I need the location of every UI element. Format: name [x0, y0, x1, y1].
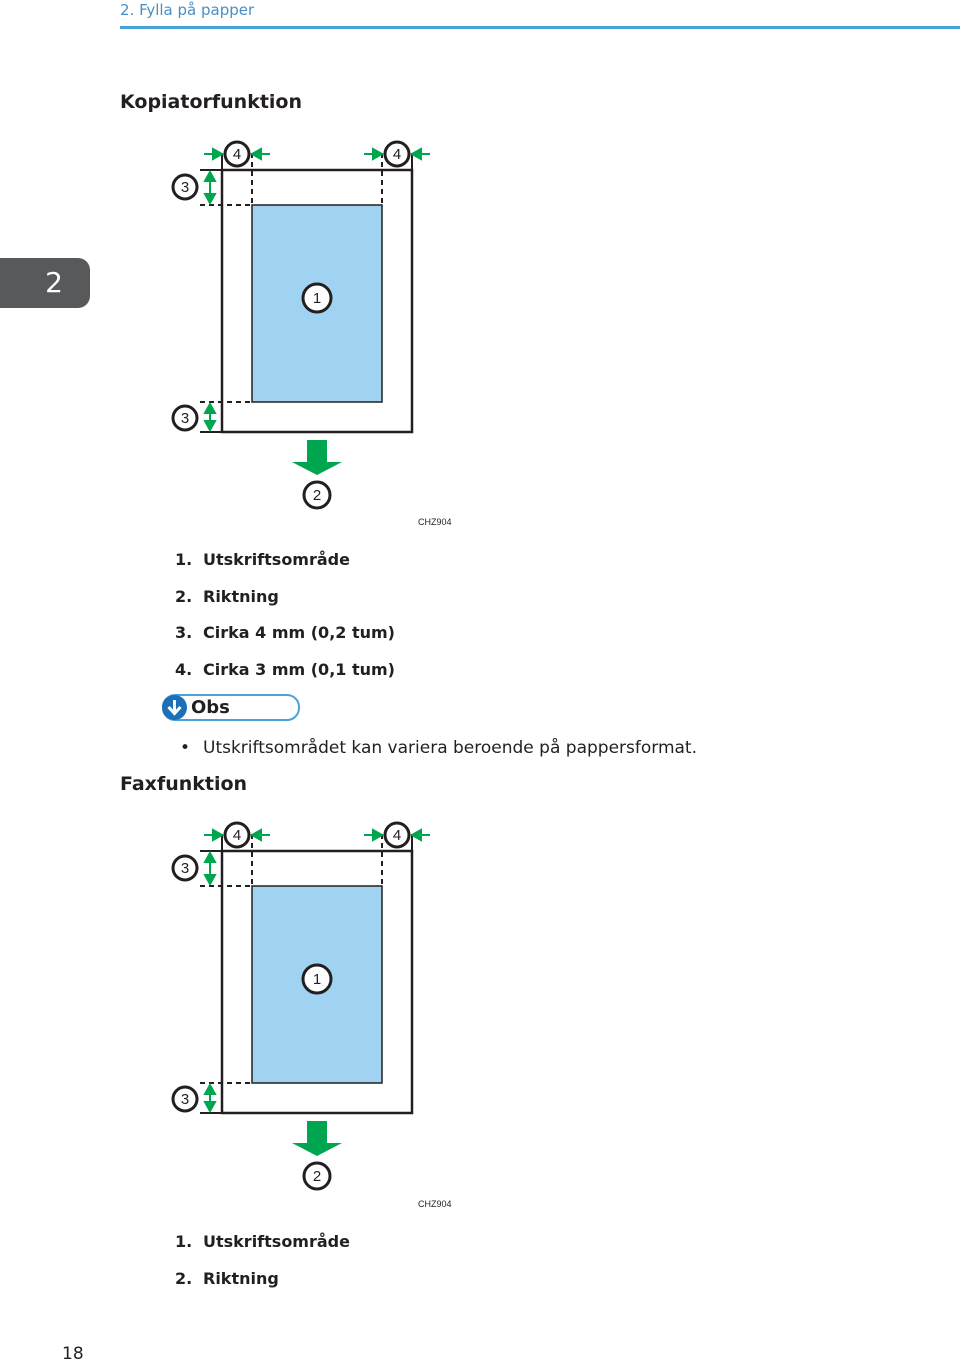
svg-text:4: 4 [233, 146, 241, 163]
caption-item: 2.Riktning [175, 586, 279, 606]
caption-item: 3.Cirka 4 mm (0,2 tum) [175, 623, 395, 642]
svg-text:3: 3 [181, 410, 189, 427]
copier-heading: Kopiatorfunktion [120, 91, 303, 113]
side-margin-arrows [204, 828, 430, 842]
fax-heading: Faxfunktion [120, 773, 248, 795]
callout-4-right: 4 [383, 821, 411, 849]
callout-4-left: 4 [223, 140, 251, 168]
top-bottom-margin-arrows [203, 850, 217, 1114]
bullet: • [180, 738, 191, 758]
figure-code: CHZ904 [418, 517, 452, 527]
chapter-tab: 2 [0, 258, 90, 308]
svg-text:3: 3 [181, 1091, 189, 1108]
figure-code: CHZ904 [418, 1199, 452, 1209]
direction-arrow [292, 440, 342, 475]
copier-print-area-diagram: 4 4 3 3 1 2 [171, 140, 430, 510]
callout-3-top: 3 [171, 173, 199, 201]
caption-item: 2.Riktning [175, 1268, 279, 1288]
margin-guides-solid [200, 153, 413, 433]
note-label-box: Obs [162, 694, 300, 721]
callout-4-left: 4 [223, 821, 251, 849]
svg-text:3: 3 [181, 860, 189, 877]
caption-item: 1.Utskriftsområde [175, 550, 350, 569]
top-bottom-margin-arrows [203, 169, 217, 433]
margin-guides-solid [200, 834, 413, 1114]
header-rule [120, 26, 960, 29]
callout-3-top: 3 [171, 854, 199, 882]
callout-2: 2 [302, 480, 332, 510]
svg-text:1: 1 [313, 971, 321, 988]
note-item: •Utskriftsområdet kan variera beroende p… [180, 738, 698, 758]
svg-text:2: 2 [313, 487, 321, 504]
svg-text:4: 4 [393, 146, 401, 163]
direction-arrow [292, 1121, 342, 1156]
callout-1: 1 [301, 963, 333, 995]
callout-4-right: 4 [383, 140, 411, 168]
caption-item: 1.Utskriftsområde [175, 1232, 350, 1251]
svg-text:1: 1 [313, 290, 321, 307]
arrow-down-icon [162, 695, 187, 720]
svg-text:2: 2 [313, 1168, 321, 1185]
side-margin-arrows [204, 147, 430, 161]
page-number: 18 [62, 1344, 84, 1364]
caption-item: 4.Cirka 3 mm (0,1 tum) [175, 659, 395, 679]
svg-text:4: 4 [393, 827, 401, 844]
callout-3-bottom: 3 [171, 404, 199, 432]
svg-text:4: 4 [233, 827, 241, 844]
svg-text:3: 3 [181, 179, 189, 196]
running-head: 2. Fylla på papper [120, 1, 255, 19]
callout-1: 1 [301, 282, 333, 314]
note-label: Obs [191, 697, 230, 718]
callout-2: 2 [302, 1161, 332, 1191]
copier-caption-list: 1.Utskriftsområde 2.Riktning 3.Cirka 4 m… [175, 548, 395, 694]
callout-3-bottom: 3 [171, 1085, 199, 1113]
fax-caption-list: 1.Utskriftsområde 2.Riktning [175, 1230, 350, 1303]
fax-print-area-diagram: 4 4 3 3 1 2 [171, 821, 430, 1191]
